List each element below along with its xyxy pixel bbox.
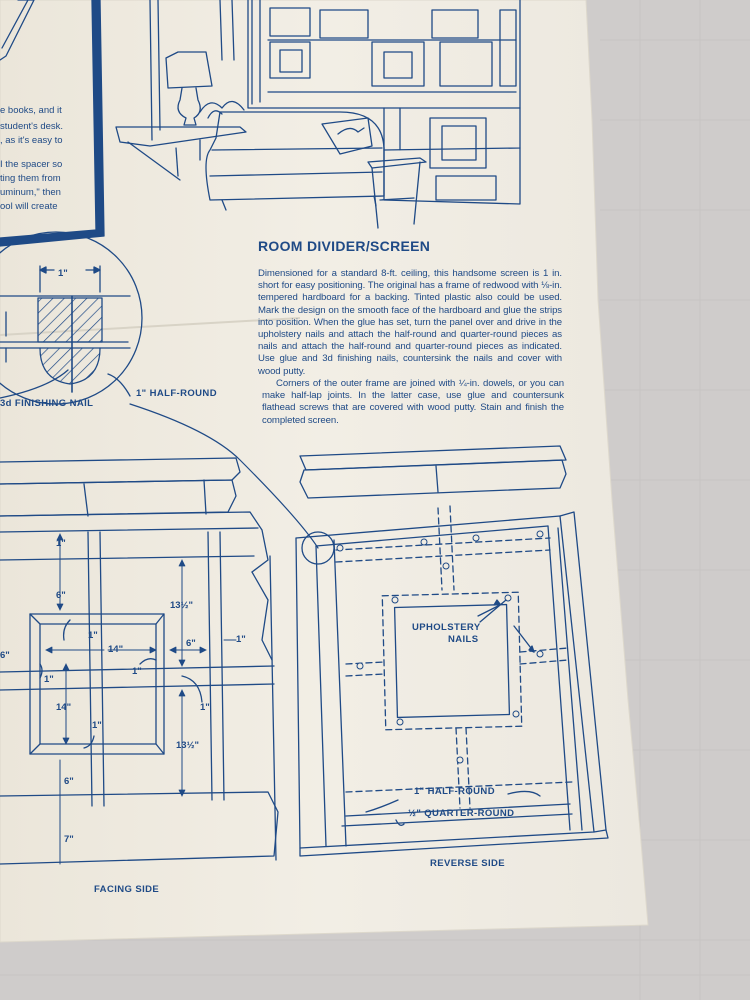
reverse-side-caption: REVERSE SIDE: [430, 858, 506, 869]
text-box-frame: [0, 0, 105, 247]
cut-off-line-5: ting them from: [0, 173, 61, 184]
dim-1-square-top: 1": [88, 630, 98, 641]
dim-1-square-left: 1": [44, 674, 54, 685]
dim-1-square-bottom: 1": [92, 720, 102, 731]
cut-off-line-7: ool will create: [0, 201, 58, 212]
body-paragraph-1: Dimensioned for a standard 8-ft. ceiling…: [258, 268, 562, 377]
reverse-side-drawing: [295, 445, 609, 857]
dim-6-mid: 6": [186, 638, 196, 649]
body-paragraph-2: Corners of the outer frame are joined wi…: [262, 378, 564, 426]
dim-1-right: 1": [236, 634, 246, 645]
section-title: ROOM DIVIDER/SCREEN: [258, 238, 431, 254]
cut-off-line-2: student's desk.: [0, 121, 64, 132]
upholstery-callout-line2: NAILS: [448, 634, 479, 645]
dim-13b: 13½": [176, 740, 199, 751]
facing-side-drawing: [0, 457, 279, 865]
facing-side-caption: FACING SIDE: [94, 884, 160, 895]
dim-6-left: 6": [0, 650, 10, 661]
half-round-detail-callout: 1" HALF-ROUND: [136, 388, 217, 399]
cut-off-line-3: , as it's easy to: [0, 135, 63, 146]
detail-width-label: 1": [58, 268, 68, 279]
paper-sheet: [0, 0, 649, 943]
dim-13a: 13½": [170, 600, 193, 611]
dim-6-bottom: 6": [64, 776, 74, 787]
room-illustration: [115, 0, 521, 229]
dim-1-square-right: 1": [132, 666, 142, 677]
dim-6-top: 6": [56, 590, 66, 601]
dim-7: 7": [64, 834, 74, 845]
quarter-round-callout: ½" QUARTER-ROUND: [408, 808, 515, 819]
finishing-nail-callout: 3d FINISHING NAIL: [0, 398, 94, 409]
detail-leader-line: [129, 403, 319, 549]
half-round-callout: 1" HALF-ROUND: [414, 786, 495, 797]
cut-off-line-1: e books, and it: [0, 105, 62, 116]
upholstery-callout-line1: UPHOLSTERY: [412, 622, 481, 633]
pencil-sketch: [0, 0, 35, 61]
dim-1-top: 1": [56, 538, 66, 549]
cut-off-line-4: I the spacer so: [0, 159, 63, 170]
joint-detail-circle: [0, 231, 143, 405]
cut-off-line-6: uminum," then: [0, 187, 61, 198]
dim-1-rail: 1": [200, 702, 210, 713]
dim-14-width: 14": [108, 644, 124, 655]
dim-14-height: 14": [56, 702, 72, 713]
